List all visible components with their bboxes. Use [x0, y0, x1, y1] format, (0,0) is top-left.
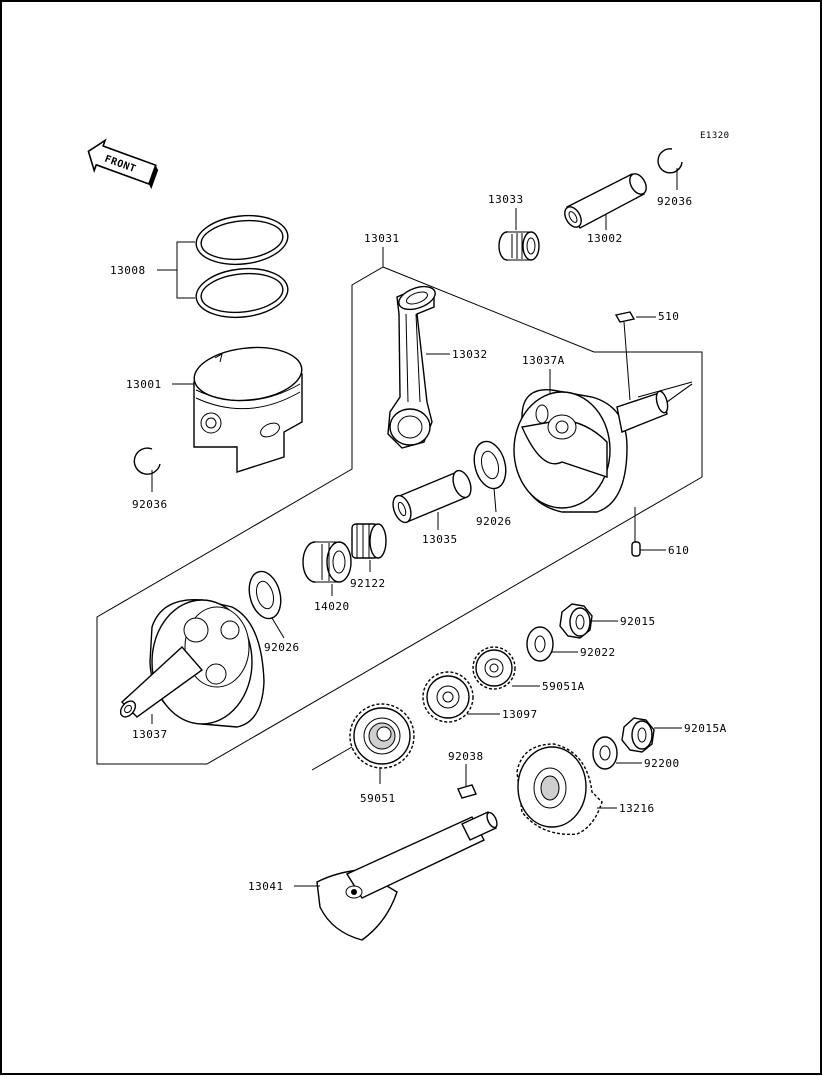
label-13035: 13035	[422, 533, 458, 546]
label-92015A: 92015A	[684, 722, 727, 735]
gear-13216	[516, 743, 603, 836]
key-510	[614, 311, 636, 323]
label-13216: 13216	[619, 802, 655, 815]
washer-92022	[526, 626, 554, 662]
label-92015: 92015	[620, 615, 656, 628]
label-92122: 92122	[350, 577, 386, 590]
label-92036-right: 92036	[657, 195, 693, 208]
nut-92015	[559, 603, 593, 639]
label-13031: 13031	[364, 232, 400, 245]
crankshaft-assembly-outline	[96, 257, 703, 765]
piston	[193, 346, 303, 473]
washer-92200	[592, 736, 618, 770]
crank-pin	[392, 469, 472, 524]
label-510: 510	[658, 310, 679, 323]
piston-pin	[564, 173, 647, 229]
label-92026-upper: 92026	[476, 515, 512, 528]
diagram-code: E1320	[700, 131, 730, 141]
piston-rings	[195, 214, 289, 319]
label-13041: 13041	[248, 880, 284, 893]
label-13008: 13008	[110, 264, 146, 277]
label-610: 610	[668, 544, 689, 557]
gear-59051A	[472, 646, 516, 690]
label-92036-left: 92036	[132, 498, 168, 511]
label-92038: 92038	[448, 750, 484, 763]
label-59051A: 59051A	[542, 680, 585, 693]
crank-half-left	[119, 599, 265, 728]
connecting-rod	[387, 285, 436, 449]
crank-half-right	[513, 383, 693, 513]
front-arrow-icon: FRONT	[87, 138, 159, 190]
label-13097: 13097	[502, 708, 538, 721]
circlip-left	[133, 447, 161, 475]
key-92038	[457, 784, 477, 799]
label-92026-lower: 92026	[264, 641, 300, 654]
circlip-right	[657, 148, 683, 174]
gear-13097	[422, 671, 474, 723]
washer-92122	[351, 523, 387, 559]
label-13037: 13037	[132, 728, 168, 741]
label-14020: 14020	[314, 600, 350, 613]
label-92200: 92200	[644, 757, 680, 770]
small-end-bearing	[498, 231, 540, 261]
thrust-washer-lower	[248, 570, 282, 620]
big-end-bearing	[302, 541, 352, 583]
label-13001: 13001	[126, 378, 162, 391]
label-13002: 13002	[587, 232, 623, 245]
label-13033: 13033	[488, 193, 524, 206]
label-92022: 92022	[580, 646, 616, 659]
pin-610	[631, 541, 641, 557]
nut-92015A	[621, 717, 655, 753]
label-13037A: 13037A	[522, 354, 565, 367]
gear-59051	[349, 703, 415, 769]
balancer-shaft	[316, 811, 498, 941]
label-59051: 59051	[360, 792, 396, 805]
thrust-washer-upper	[473, 440, 507, 490]
label-13032: 13032	[452, 348, 488, 361]
